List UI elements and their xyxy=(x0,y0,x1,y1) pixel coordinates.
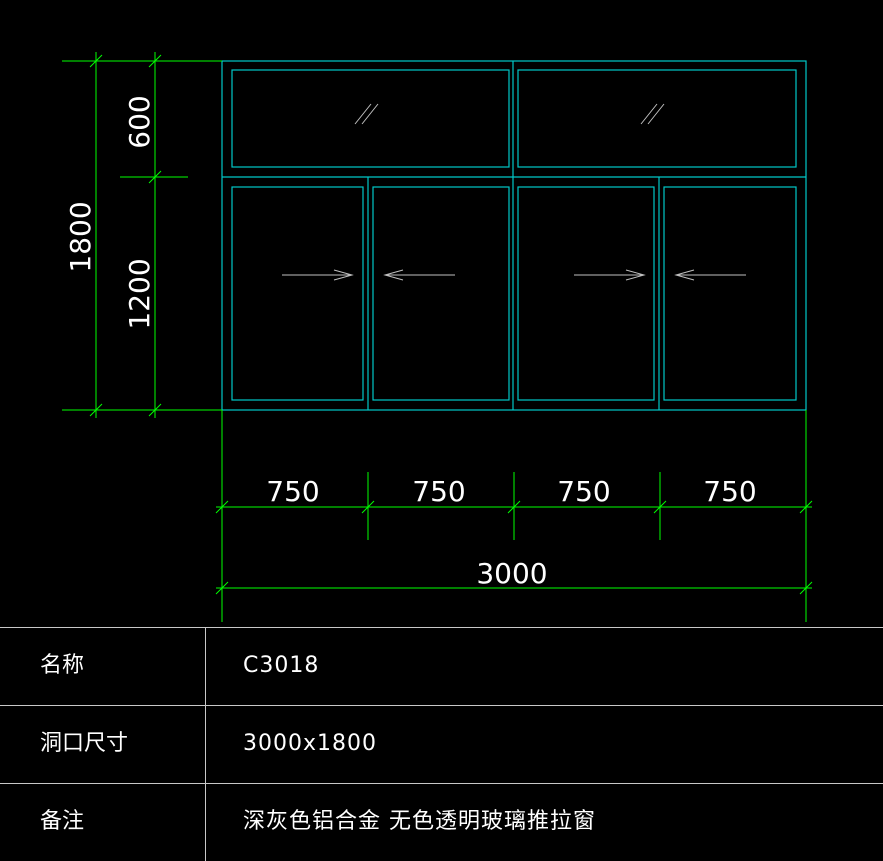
vertical-dimensions xyxy=(62,52,222,418)
arrow-right-icon xyxy=(574,269,646,281)
dim-total-width: 3000 xyxy=(476,557,547,590)
table-row-name: 名称 C3018 xyxy=(0,627,883,705)
sliding-sash-4 xyxy=(663,186,797,401)
window-frame xyxy=(221,60,807,411)
dim-panel-width-1: 750 xyxy=(266,475,319,508)
dim-lower-height: 1200 xyxy=(123,258,156,329)
dim-panel-width-3: 750 xyxy=(557,475,610,508)
row-label-opening-size: 洞口尺寸 xyxy=(40,731,129,756)
table-divider xyxy=(0,627,883,628)
table-column-divider xyxy=(205,627,206,861)
row-value-name: C3018 xyxy=(243,653,320,678)
row-value-opening-size: 3000x1800 xyxy=(243,731,377,756)
outer-frame xyxy=(221,60,807,411)
sliding-sash-1 xyxy=(231,186,364,401)
arrow-left-icon xyxy=(674,269,746,281)
arrow-left-icon xyxy=(383,269,455,281)
row-label-name: 名称 xyxy=(40,653,85,678)
window-elevation-drawing: 1800 600 1200 750 750 750 750 3000 xyxy=(62,52,813,622)
dim-panel-width-4: 750 xyxy=(703,475,756,508)
horizontal-dimensions xyxy=(215,410,813,622)
glass-hatch-marks xyxy=(354,103,665,125)
sliding-sash-3 xyxy=(517,186,655,401)
table-divider xyxy=(0,705,883,706)
sliding-sash-2 xyxy=(372,186,510,401)
dim-total-height: 1800 xyxy=(64,201,97,272)
upper-fixed-pane-right xyxy=(517,69,797,168)
row-label-remarks: 备注 xyxy=(40,809,85,834)
table-divider xyxy=(0,783,883,784)
dim-panel-width-2: 750 xyxy=(412,475,465,508)
sliding-arrows xyxy=(282,269,746,281)
arrow-right-icon xyxy=(282,269,354,281)
row-value-remarks: 深灰色铝合金 无色透明玻璃推拉窗 xyxy=(243,809,596,834)
window-spec-table: 名称 C3018 洞口尺寸 3000x1800 备注 深灰色铝合金 无色透明玻璃… xyxy=(0,627,883,861)
dim-upper-height: 600 xyxy=(123,95,156,148)
upper-fixed-pane-left xyxy=(231,69,510,168)
table-row-remarks: 备注 深灰色铝合金 无色透明玻璃推拉窗 xyxy=(0,783,883,861)
table-row-opening-size: 洞口尺寸 3000x1800 xyxy=(0,705,883,783)
